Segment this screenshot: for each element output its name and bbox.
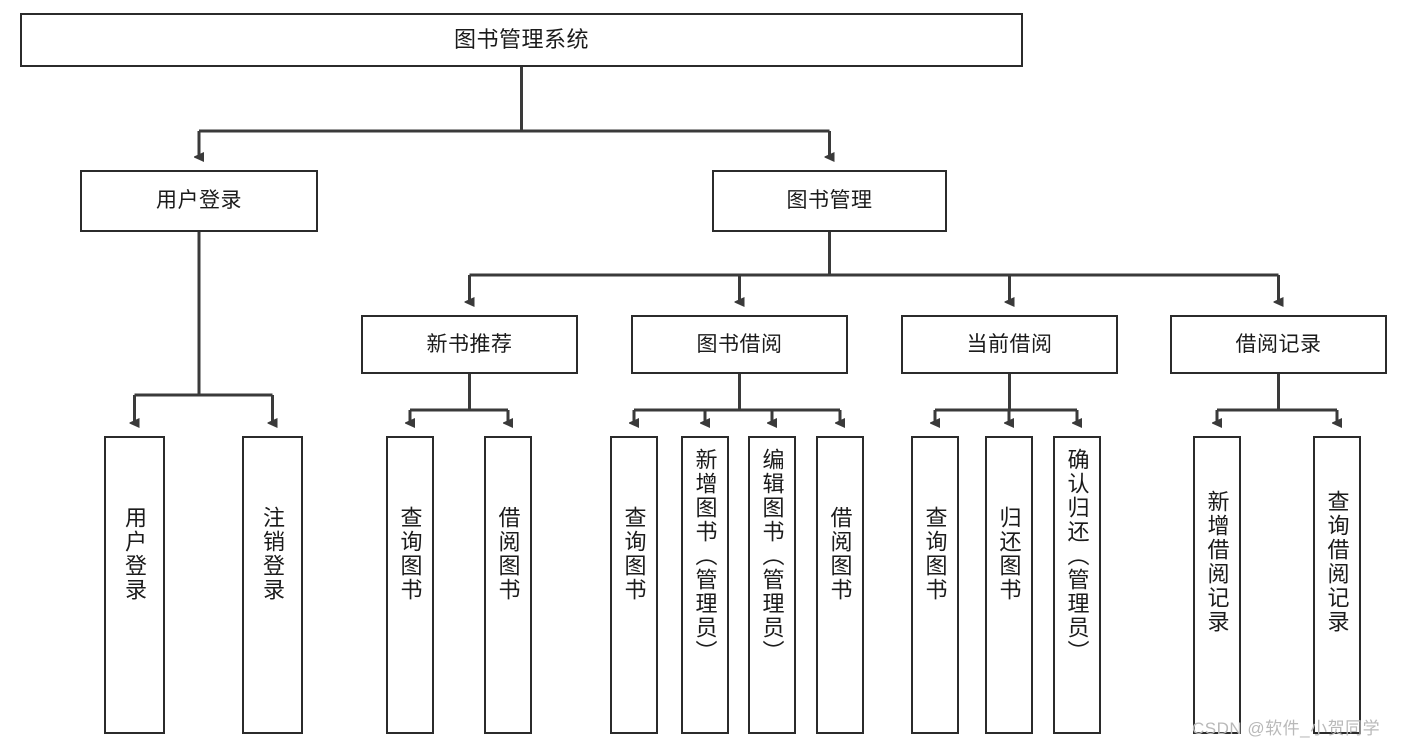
node-root-system[interactable]: 图书管理系统 bbox=[20, 13, 1023, 67]
node-leaf-5-label: 查询图书 bbox=[621, 506, 647, 602]
csdn-watermark: CSDN @软件_小贺同学 bbox=[1192, 719, 1381, 738]
node-leaf-7-label: 编辑图书（管理员） bbox=[759, 448, 785, 664]
node-level3-4[interactable]: 借阅记录 bbox=[1170, 315, 1387, 374]
node-level3-1-label: 新书推荐 bbox=[426, 332, 513, 356]
node-leaf-9-label: 查询图书 bbox=[922, 506, 948, 602]
node-leaf-7[interactable]: 编辑图书（管理员） bbox=[748, 436, 796, 734]
node-level2-1-label: 用户登录 bbox=[156, 189, 242, 213]
node-leaf-8-label: 借阅图书 bbox=[827, 506, 853, 602]
node-leaf-5[interactable]: 查询图书 bbox=[610, 436, 658, 734]
node-level2-2-label: 图书管理 bbox=[786, 189, 873, 213]
node-level3-3[interactable]: 当前借阅 bbox=[901, 315, 1118, 374]
node-leaf-13[interactable]: 查询借阅记录 bbox=[1313, 436, 1361, 734]
node-leaf-10[interactable]: 归还图书 bbox=[985, 436, 1033, 734]
node-leaf-2-label: 注销登录 bbox=[260, 506, 286, 602]
node-leaf-11[interactable]: 确认归还（管理员） bbox=[1053, 436, 1101, 734]
node-leaf-10-label: 归还图书 bbox=[996, 506, 1022, 602]
node-leaf-4[interactable]: 借阅图书 bbox=[484, 436, 532, 734]
node-leaf-11-label: 确认归还（管理员） bbox=[1064, 448, 1090, 664]
node-leaf-3[interactable]: 查询图书 bbox=[386, 436, 434, 734]
node-leaf-2[interactable]: 注销登录 bbox=[242, 436, 303, 734]
node-leaf-13-label: 查询借阅记录 bbox=[1324, 490, 1350, 634]
node-leaf-6[interactable]: 新增图书（管理员） bbox=[681, 436, 729, 734]
node-leaf-8[interactable]: 借阅图书 bbox=[816, 436, 864, 734]
node-leaf-3-label: 查询图书 bbox=[397, 506, 423, 602]
node-level3-4-label: 借阅记录 bbox=[1235, 332, 1322, 356]
node-leaf-1[interactable]: 用户登录 bbox=[104, 436, 165, 734]
node-leaf-6-label: 新增图书（管理员） bbox=[692, 448, 718, 664]
node-level3-3-label: 当前借阅 bbox=[966, 332, 1053, 356]
node-level2-2[interactable]: 图书管理 bbox=[712, 170, 947, 232]
node-leaf-12-label: 新增借阅记录 bbox=[1204, 490, 1230, 634]
node-leaf-1-label: 用户登录 bbox=[122, 506, 148, 602]
node-level3-2-label: 图书借阅 bbox=[696, 332, 783, 356]
node-level3-1[interactable]: 新书推荐 bbox=[361, 315, 578, 374]
node-level3-2[interactable]: 图书借阅 bbox=[631, 315, 848, 374]
node-level2-1[interactable]: 用户登录 bbox=[80, 170, 318, 232]
node-root-system-label: 图书管理系统 bbox=[453, 26, 589, 52]
node-leaf-4-label: 借阅图书 bbox=[495, 506, 521, 602]
node-leaf-12[interactable]: 新增借阅记录 bbox=[1193, 436, 1241, 734]
node-leaf-9[interactable]: 查询图书 bbox=[911, 436, 959, 734]
